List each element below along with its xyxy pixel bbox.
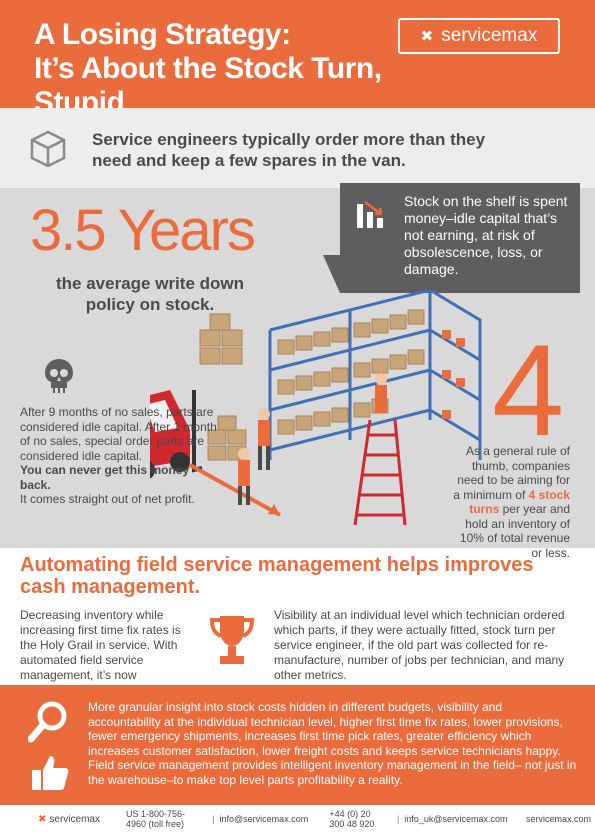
footer: ✖servicemax US 1-800-756-4960 (toll free… [0, 805, 595, 833]
shelf-callout [340, 183, 580, 293]
intro-statement: Service engineers typically order more t… [92, 130, 486, 170]
years-caption: the average write down policy on stock. [56, 274, 244, 314]
footer-email-uk-link[interactable]: info_uk@servicemax.com [404, 814, 508, 824]
idle-capital-warning: You can never get this money back. [20, 463, 190, 492]
idle-capital-text: After 9 months of no sales, parts are co… [20, 405, 220, 507]
rule-text-before: As a general rule of thumb, companies ne… [453, 444, 570, 502]
idle-capital-tail: It comes straight out of net profit. [20, 492, 195, 506]
years-stat: 3.5 Years [30, 198, 256, 263]
callout-pointer [323, 255, 340, 293]
footer-phone-uk: +44 (0) 20 300 48 920 [329, 809, 375, 829]
benefits-band [0, 685, 595, 805]
insight-text: More granular insight into stock costs h… [88, 700, 563, 758]
rule-text-after: per year and hold an inventory of 10% of… [459, 502, 570, 560]
footer-separator: | [212, 814, 215, 824]
footer-email-link[interactable]: info@servicemax.com [219, 814, 309, 824]
footer-separator: | [396, 814, 400, 824]
automating-heading: Automating field service management help… [20, 554, 534, 598]
footer-brand-name: servicemax [49, 813, 100, 825]
page-title: A Losing Strategy: It’s About the Stock … [34, 18, 424, 120]
footer-phone-us: US 1-800-756-4960 (toll free) [125, 809, 186, 829]
stock-turns-highlight: 4 stock turns [469, 487, 570, 517]
rule-of-thumb-text: As a general rule of thumb, companies ne… [452, 444, 570, 560]
stock-boxes [199, 309, 425, 461]
box-icon [30, 130, 66, 168]
ladder [353, 419, 407, 526]
magnifier-icon [28, 701, 67, 743]
footer-website-link[interactable]: servicemax.com [525, 814, 591, 824]
bar-chart-icon [357, 201, 383, 228]
skull-icon [45, 359, 73, 393]
forklift [150, 390, 203, 479]
shelf-callout-text: Stock on the shelf is spent money–idle c… [404, 193, 568, 277]
title-line-1: A Losing Strategy: [34, 18, 291, 51]
thumbs-up-icon [32, 756, 69, 790]
stock-turns-number: 4 [492, 317, 565, 463]
intro-band [0, 108, 595, 188]
brand-mark-icon: ✖ [420, 28, 434, 45]
fsm-text: Field service management provides intell… [88, 758, 577, 787]
idle-capital-body: After 9 months of no sales, parts are co… [20, 405, 217, 463]
brand-name: servicemax [441, 25, 538, 46]
shelving-unit [268, 290, 482, 460]
footer-logo: ✖servicemax [38, 814, 100, 825]
warehouse-illustration [150, 290, 482, 526]
brand-logo: ✖ servicemax [398, 18, 560, 54]
workers [238, 373, 387, 486]
visibility-text: Visibility at an individual level which … [274, 608, 565, 682]
trophy-icon [209, 616, 255, 664]
shelf-labels [442, 330, 465, 419]
footer-brand-mark-icon: ✖ [38, 813, 47, 825]
title-line-2: It’s About the Stock Turn, Stupid [34, 52, 382, 119]
